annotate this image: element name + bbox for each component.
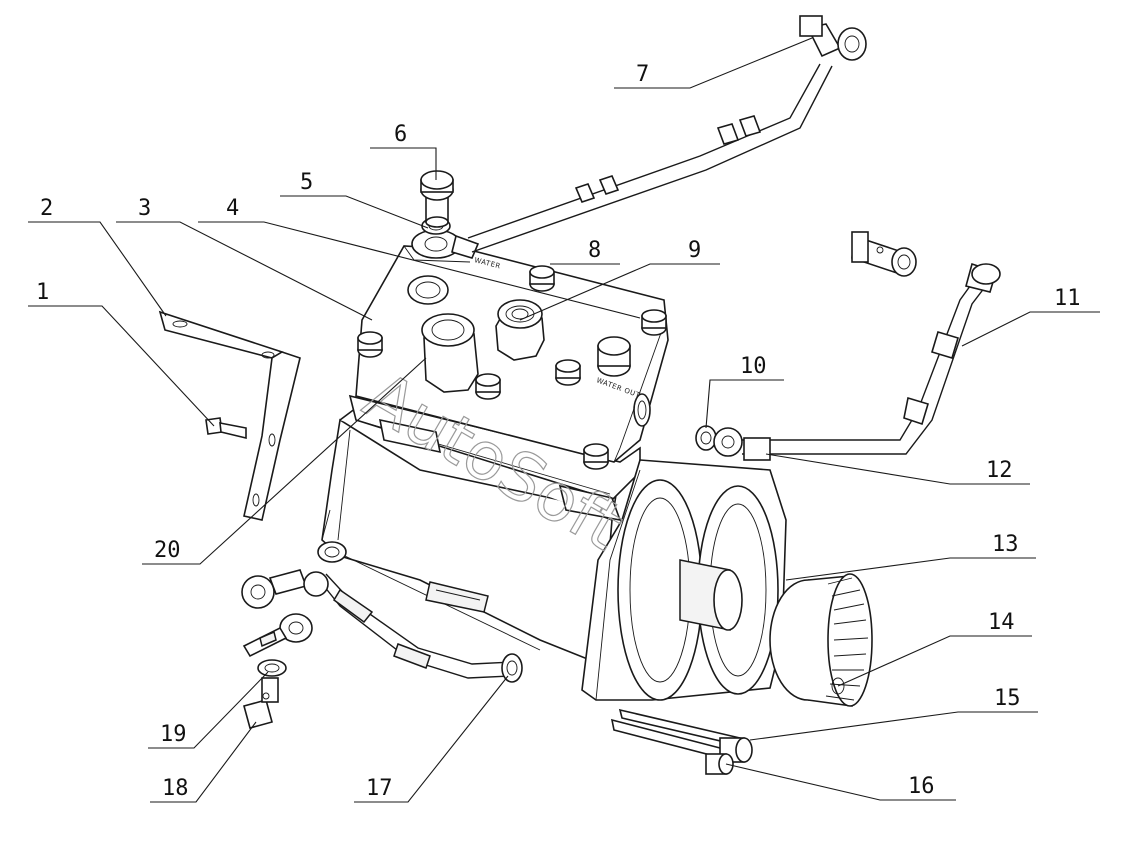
- head-bolt-center: [475, 373, 501, 400]
- part-banjo-bolt-6: [420, 170, 454, 228]
- part-banjo-lower: [241, 569, 329, 658]
- head-bolt-8: [529, 265, 555, 292]
- part-bracket: [158, 310, 301, 521]
- part-hose-17: [315, 573, 523, 683]
- callout-8: 8: [588, 238, 601, 263]
- head-bolt-rear: [641, 309, 667, 336]
- callout-9: 9: [688, 238, 701, 263]
- part-banjo-bolt-18: [243, 677, 279, 729]
- water-inlet-port: [407, 275, 449, 305]
- callout-labels: 1 2 3 4 5 6 7 8 9 10 11 12 13 14 15 16 1…: [36, 62, 1081, 801]
- callout-3: 3: [138, 196, 151, 221]
- callout-18: 18: [162, 776, 189, 801]
- leader-lines: [28, 37, 1100, 803]
- part-banjo-12: [713, 427, 771, 461]
- head-bolt-mid: [555, 359, 581, 386]
- callout-1: 1: [36, 280, 49, 305]
- part-fitting-9: [495, 299, 545, 361]
- head-side-port: [633, 393, 651, 427]
- callout-11: 11: [1054, 286, 1081, 311]
- part-gear-housing: [581, 459, 787, 701]
- head-plug-large: [597, 336, 631, 377]
- part-cylinder-head-base: [348, 394, 641, 522]
- head-bolt-left: [357, 331, 383, 358]
- callout-7: 7: [636, 62, 649, 87]
- part-pipe-7: [467, 15, 867, 253]
- part-gear-13: [769, 573, 873, 707]
- part-bolt-1: [205, 417, 247, 440]
- callout-6: 6: [394, 122, 407, 147]
- callout-10: 10: [740, 354, 767, 379]
- callout-19: 19: [160, 722, 187, 747]
- part-banjo-fitting: [411, 229, 480, 259]
- callout-15: 15: [994, 686, 1021, 711]
- callout-20: 20: [154, 538, 181, 563]
- callout-13: 13: [992, 532, 1019, 557]
- callout-16: 16: [908, 774, 935, 799]
- part-long-bolts: [610, 708, 753, 775]
- callout-5: 5: [300, 170, 313, 195]
- part-washer-19: [257, 659, 287, 677]
- part-seal-10: [695, 425, 717, 451]
- part-fitting-20: [421, 313, 479, 393]
- head-bolt-front: [583, 443, 609, 470]
- callout-2: 2: [40, 196, 53, 221]
- part-pipe-11: [742, 262, 1001, 455]
- callout-12: 12: [986, 458, 1013, 483]
- callout-4: 4: [226, 196, 239, 221]
- part-loose-fitting: [851, 231, 917, 277]
- callout-14: 14: [988, 610, 1015, 635]
- callout-17: 17: [366, 776, 393, 801]
